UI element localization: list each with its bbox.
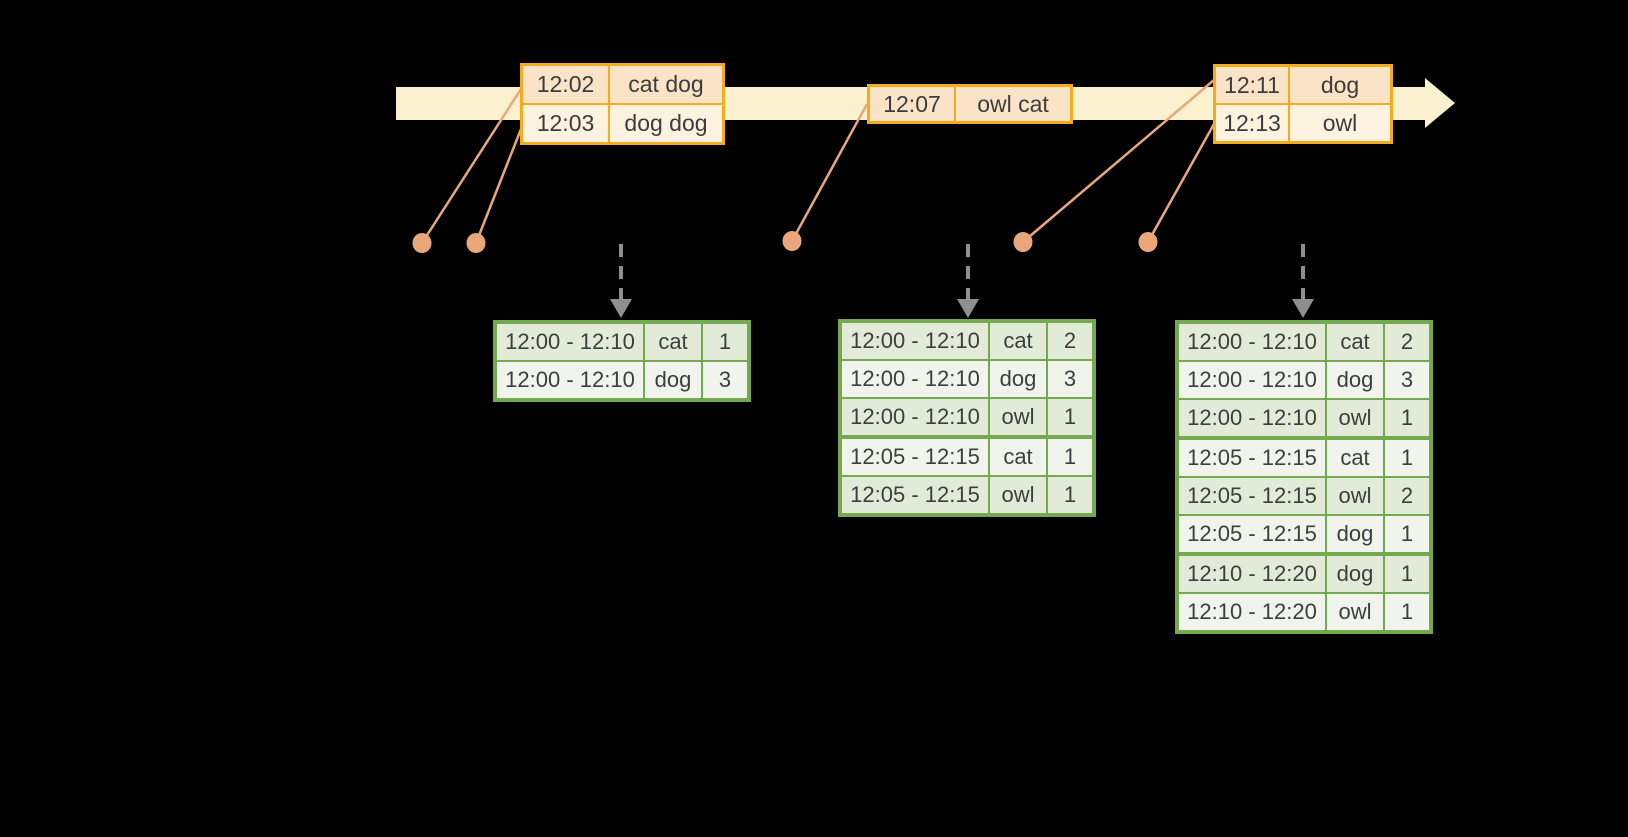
count-cell: 2 — [1048, 323, 1092, 359]
result-row: 12:05 - 12:15 owl 2 — [1179, 478, 1429, 514]
event-dot — [782, 231, 802, 251]
window-cell: 12:05 - 12:15 — [1179, 440, 1325, 476]
result-table: 12:00 - 12:10 cat 2 12:00 - 12:10 dog 3 … — [1175, 320, 1433, 634]
window-cell: 12:00 - 12:10 — [842, 361, 988, 397]
window-cell: 12:00 - 12:10 — [1179, 400, 1325, 436]
event-table: 12:11 dog 12:13 owl — [1213, 64, 1393, 144]
count-cell: 2 — [1385, 324, 1429, 360]
event-dot — [412, 233, 432, 253]
result-row: 12:05 - 12:15 dog 1 — [1179, 516, 1429, 552]
count-cell: 3 — [703, 362, 747, 398]
count-cell: 1 — [1385, 440, 1429, 476]
count-cell: 1 — [703, 324, 747, 360]
word-cell: dog — [1327, 516, 1383, 552]
word-cell: owl — [990, 477, 1046, 513]
event-words-cell: owl — [1290, 105, 1390, 141]
result-row: 12:00 - 12:10 cat 2 — [842, 323, 1092, 359]
event-table: 12:07 owl cat — [867, 84, 1073, 124]
word-cell: owl — [1327, 400, 1383, 436]
result-row: 12:00 - 12:10 dog 3 — [842, 361, 1092, 397]
word-cell: cat — [645, 324, 701, 360]
event-dot — [1138, 232, 1158, 252]
word-cell: dog — [990, 361, 1046, 397]
event-dot — [466, 233, 486, 253]
connector-line — [1146, 123, 1216, 243]
count-cell: 2 — [1385, 478, 1429, 514]
result-row: 12:00 - 12:10 cat 2 — [1179, 324, 1429, 360]
window-cell: 12:05 - 12:15 — [1179, 478, 1325, 514]
connector-line — [1022, 79, 1215, 243]
result-table: 12:00 - 12:10 cat 1 12:00 - 12:10 dog 3 — [493, 320, 751, 402]
count-cell: 1 — [1385, 556, 1429, 592]
result-row: 12:00 - 12:10 dog 3 — [497, 362, 747, 398]
count-cell: 1 — [1385, 594, 1429, 630]
trigger-arrowhead-icon — [1292, 299, 1314, 318]
connector-line — [420, 88, 523, 244]
word-cell: dog — [645, 362, 701, 398]
window-cell: 12:00 - 12:10 — [1179, 362, 1325, 398]
count-cell: 1 — [1048, 439, 1092, 475]
result-row: 12:00 - 12:10 owl 1 — [1179, 400, 1429, 436]
count-cell: 3 — [1385, 362, 1429, 398]
trigger-arrowhead-icon — [957, 299, 979, 318]
event-words-cell: dog dog — [610, 105, 722, 142]
trigger-arrowhead-icon — [610, 299, 632, 318]
window-cell: 12:00 - 12:10 — [842, 323, 988, 359]
event-table: 12:02 cat dog 12:03 dog dog — [520, 63, 725, 145]
connector-line — [790, 103, 869, 242]
event-words-cell: owl cat — [956, 87, 1070, 121]
event-dot — [1013, 232, 1033, 252]
word-cell: owl — [1327, 594, 1383, 630]
result-row: 12:00 - 12:10 dog 3 — [1179, 362, 1429, 398]
word-cell: cat — [1327, 324, 1383, 360]
event-time-cell: 12:13 — [1216, 105, 1288, 141]
window-cell: 12:00 - 12:10 — [497, 362, 643, 398]
count-cell: 1 — [1048, 399, 1092, 435]
result-row: 12:00 - 12:10 cat 1 — [497, 324, 747, 360]
connector-line — [474, 123, 525, 244]
count-cell: 1 — [1385, 516, 1429, 552]
result-table: 12:00 - 12:10 cat 2 12:00 - 12:10 dog 3 … — [838, 319, 1096, 517]
result-row: 12:05 - 12:15 owl 1 — [842, 477, 1092, 513]
result-row: 12:10 - 12:20 owl 1 — [1179, 594, 1429, 630]
window-cell: 12:10 - 12:20 — [1179, 556, 1325, 592]
window-cell: 12:05 - 12:15 — [842, 477, 988, 513]
word-cell: owl — [990, 399, 1046, 435]
word-cell: dog — [1327, 362, 1383, 398]
window-cell: 12:00 - 12:10 — [497, 324, 643, 360]
window-cell: 12:00 - 12:10 — [1179, 324, 1325, 360]
result-row: 12:10 - 12:20 dog 1 — [1179, 556, 1429, 592]
word-cell: cat — [990, 439, 1046, 475]
result-row: 12:05 - 12:15 cat 1 — [1179, 440, 1429, 476]
window-cell: 12:00 - 12:10 — [842, 399, 988, 435]
timeline-arrowhead-icon — [1425, 78, 1455, 128]
event-time-cell: 12:03 — [523, 105, 608, 142]
word-cell: owl — [1327, 478, 1383, 514]
word-cell: cat — [990, 323, 1046, 359]
result-row: 12:00 - 12:10 owl 1 — [842, 399, 1092, 435]
word-cell: dog — [1327, 556, 1383, 592]
count-cell: 3 — [1048, 361, 1092, 397]
event-words-cell: dog — [1290, 67, 1390, 103]
event-time-cell: 12:11 — [1216, 67, 1288, 103]
window-cell: 12:05 - 12:15 — [842, 439, 988, 475]
event-words-cell: cat dog — [610, 66, 722, 103]
count-cell: 1 — [1385, 400, 1429, 436]
window-cell: 12:10 - 12:20 — [1179, 594, 1325, 630]
event-time-cell: 12:07 — [870, 87, 954, 121]
window-cell: 12:05 - 12:15 — [1179, 516, 1325, 552]
event-time-cell: 12:02 — [523, 66, 608, 103]
word-cell: cat — [1327, 440, 1383, 476]
result-row: 12:05 - 12:15 cat 1 — [842, 439, 1092, 475]
count-cell: 1 — [1048, 477, 1092, 513]
